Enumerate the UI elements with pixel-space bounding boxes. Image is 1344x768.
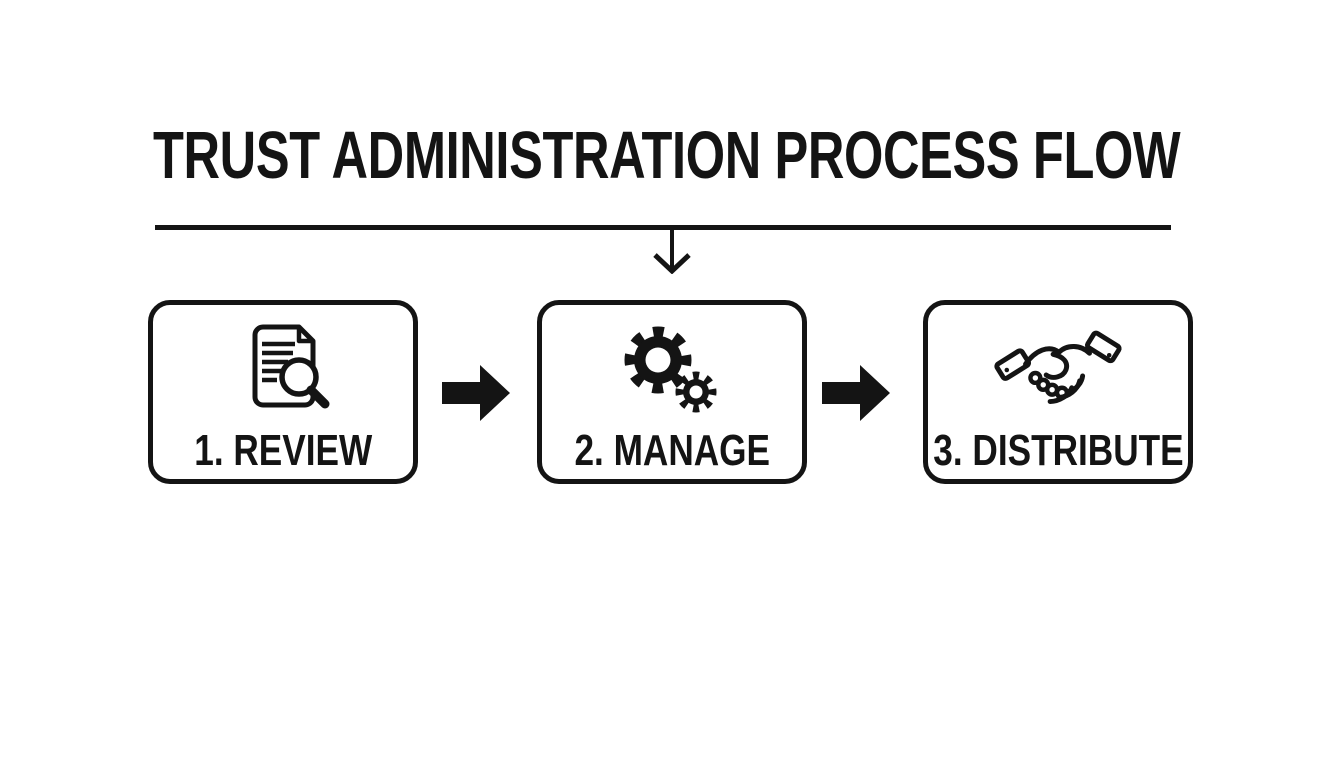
step-box-review: 1. REVIEW — [148, 300, 418, 484]
step-box-distribute: 3. DISTRIBUTE — [923, 300, 1193, 484]
gears-icon — [624, 326, 717, 413]
step-label-manage: 2. MANAGE — [574, 426, 770, 475]
page-title: TRUST ADMINISTRATION PROCESS FLOW — [153, 118, 1344, 193]
page-title-text: TRUST ADMINISTRATION PROCESS FLOW — [153, 118, 1181, 193]
step-box-manage: 2. MANAGE — [537, 300, 807, 484]
down-arrow-icon — [653, 228, 691, 274]
step-label-distribute: 3. DISTRIBUTE — [932, 426, 1184, 475]
handshake-icon — [994, 330, 1122, 404]
title-underline — [155, 225, 1171, 230]
step-label-review: 1. REVIEW — [194, 426, 372, 475]
right-arrow-icon — [442, 365, 510, 421]
document-search-icon — [252, 324, 330, 409]
right-arrow-icon — [822, 365, 890, 421]
